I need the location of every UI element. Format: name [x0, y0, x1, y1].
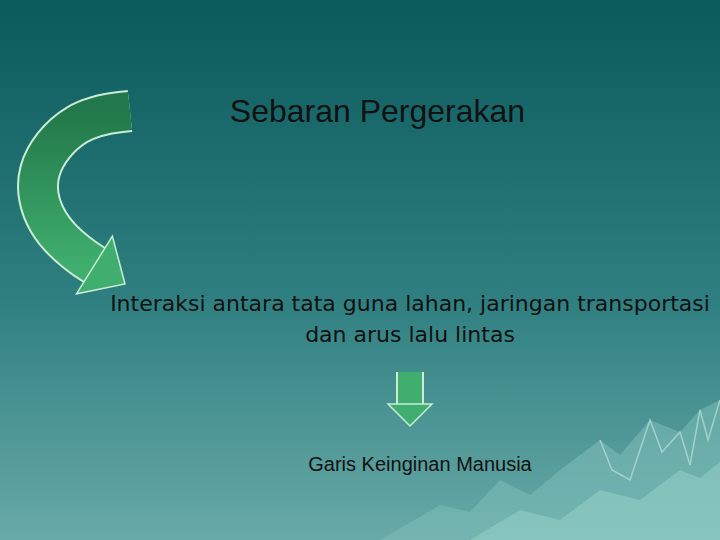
arrow-outline	[396, 372, 424, 404]
arrow-outline	[38, 111, 130, 265]
result-text: Garis Keinginan Manusia	[270, 426, 570, 482]
flow-arrow	[38, 111, 130, 265]
arrow-body	[398, 372, 422, 404]
node-label: Sebaran Pergerakan	[130, 92, 625, 130]
mountain-ridge	[600, 400, 720, 480]
node-label: Interaksi antara tata guna lahan, jaring…	[105, 288, 715, 350]
node-label: Garis Keinginan Manusia	[270, 452, 570, 476]
flow-arrow	[410, 372, 411, 404]
title-node: Sebaran Pergerakan	[130, 88, 625, 134]
process-text: Interaksi antara tata guna lahan, jaring…	[105, 284, 715, 372]
arrow-body	[38, 111, 130, 265]
